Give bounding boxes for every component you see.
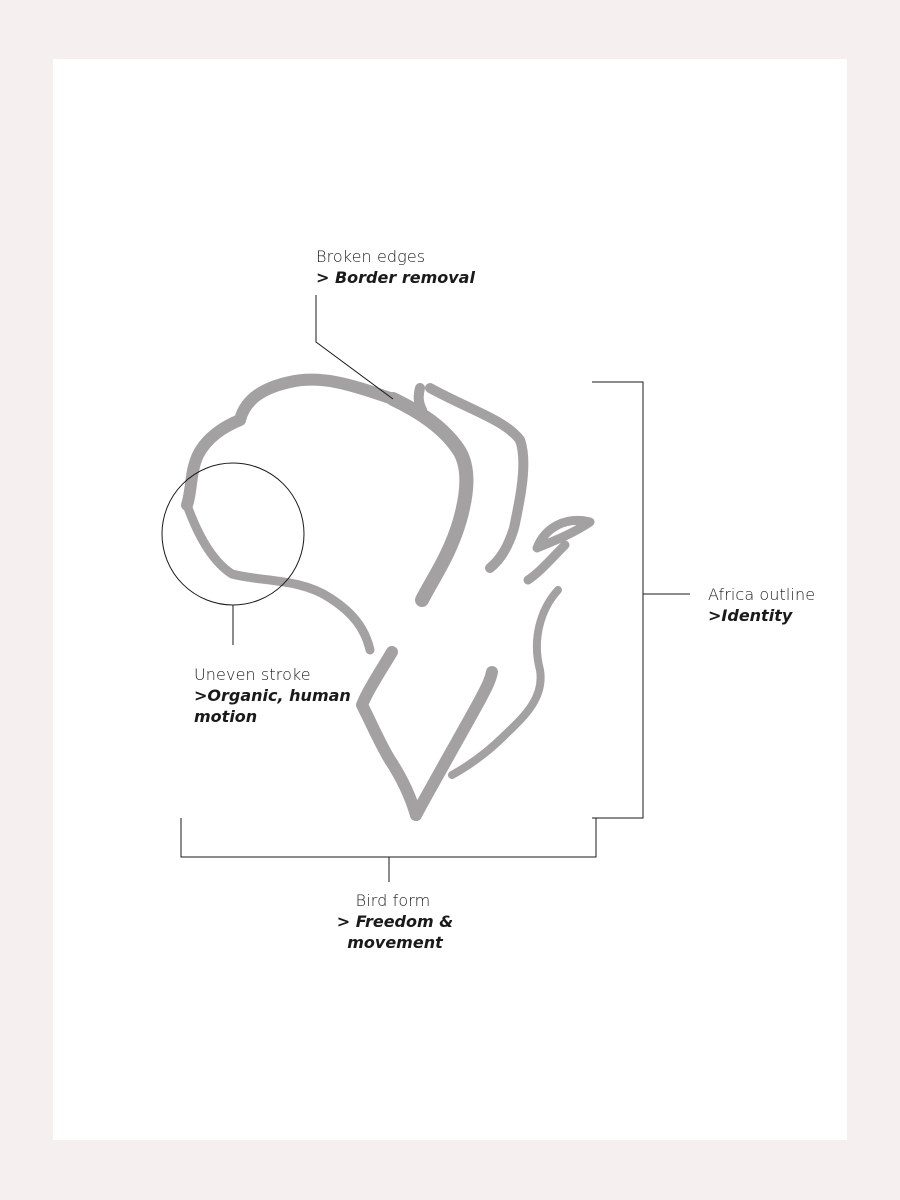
logo-stroke-west-coast xyxy=(182,500,375,655)
bird-form-annotation: Bird form > Freedom & movement xyxy=(295,890,495,953)
africa-bird-logo xyxy=(181,373,595,821)
logo-stroke-northeast xyxy=(413,383,529,573)
logo-stroke-south-left xyxy=(356,646,422,821)
logo-stroke-east-coast xyxy=(448,586,562,779)
broken-edges-annotation: Broken edges > Border removal xyxy=(316,246,475,288)
uneven-stroke-title: Uneven stroke xyxy=(194,665,311,684)
logo-stroke-upper-arc xyxy=(181,373,399,511)
uneven-stroke-meaning: >Organic, human motion xyxy=(194,686,351,726)
diagram-card xyxy=(53,59,847,1140)
broken-edges-leader xyxy=(315,295,394,400)
annotation-leaders xyxy=(161,295,690,882)
logo-stroke-south-right xyxy=(410,666,498,821)
africa-outline-bracket xyxy=(592,381,644,819)
africa-outline-annotation: Africa outline >Identity xyxy=(708,584,815,626)
logo-stroke-inner-curve xyxy=(386,392,474,607)
bird-form-meaning: > Freedom & movement xyxy=(336,912,454,952)
bird-form-bracket xyxy=(180,818,597,858)
africa-outline-meaning: >Identity xyxy=(708,606,793,625)
bird-form-title: Bird form xyxy=(355,891,431,910)
broken-edges-meaning: > Border removal xyxy=(316,268,475,287)
africa-outline-title: Africa outline xyxy=(708,585,816,604)
broken-edges-title: Broken edges xyxy=(316,247,426,266)
logo-stroke-horn xyxy=(523,516,595,585)
uneven-stroke-annotation: Uneven stroke >Organic, human motion xyxy=(194,664,364,727)
